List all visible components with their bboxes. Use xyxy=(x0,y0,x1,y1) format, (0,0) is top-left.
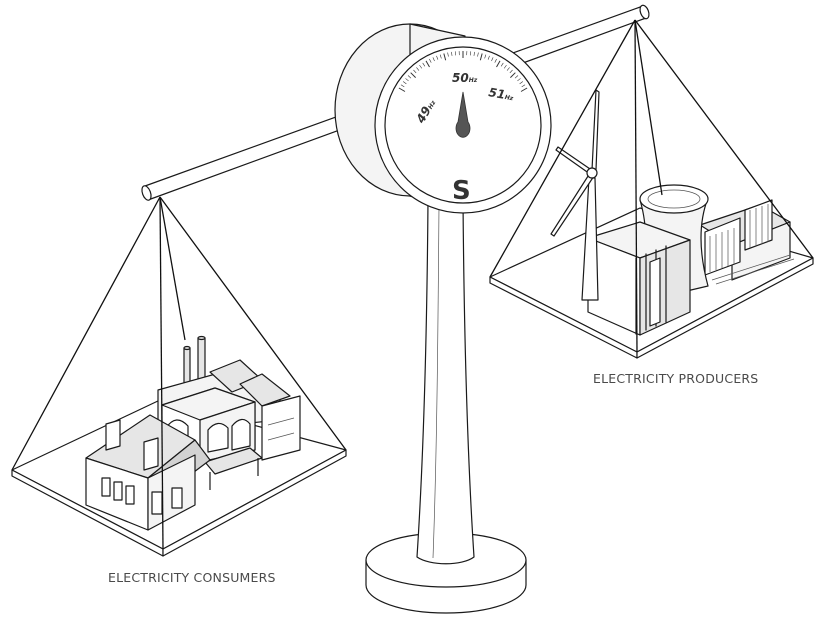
consumers-caption: ELECTRICITY CONSUMERS xyxy=(108,570,276,585)
producers-pan xyxy=(490,20,813,358)
producers-caption: ELECTRICITY PRODUCERS xyxy=(593,371,758,386)
scale-stand xyxy=(366,200,526,613)
gauge-logo: S xyxy=(452,176,471,206)
power-plant-building xyxy=(588,222,690,335)
consumers-pan xyxy=(12,197,346,556)
